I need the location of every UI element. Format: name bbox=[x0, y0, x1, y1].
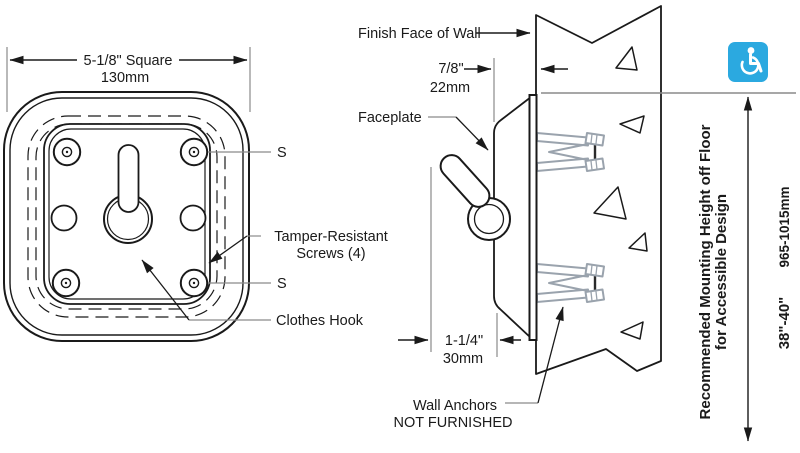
front-width-dimension: 5-1/8" Square 130mm bbox=[6, 47, 251, 112]
clothes-hook-label: Clothes Hook bbox=[276, 313, 364, 329]
tamper-screws-label-line1: Tamper-Resistant bbox=[274, 229, 388, 245]
faceplate-side bbox=[493, 94, 538, 341]
screw-label-top: S bbox=[277, 145, 287, 161]
front-width-metric: 130mm bbox=[101, 70, 149, 86]
screw-top-right-icon bbox=[179, 137, 209, 167]
tamper-screws-label-line2: Screws (4) bbox=[296, 246, 365, 262]
wall-anchors-label-line2: NOT FURNISHED bbox=[394, 415, 513, 431]
finish-face-label: Finish Face of Wall bbox=[358, 26, 481, 42]
wall-anchors-label-line1: Wall Anchors bbox=[413, 398, 497, 414]
projection-dimension: 7/8" 22mm bbox=[430, 58, 568, 122]
front-view-labels: S S Tamper-Resistant Screws (4) Clothes … bbox=[141, 145, 388, 329]
mounting-height-annotation: Recommended Mounting Height off Floor fo… bbox=[697, 42, 793, 442]
mounting-height-imperial: 38"-40" bbox=[776, 297, 793, 350]
screw-bottom-left-icon bbox=[51, 268, 81, 298]
mounting-hole-left bbox=[50, 204, 78, 232]
wall-anchors-arrow bbox=[537, 306, 564, 404]
screw-top-left-icon bbox=[52, 137, 82, 167]
front-width-imperial: 5-1/8" Square bbox=[84, 53, 173, 69]
side-view: Finish Face of Wall 7/8" 22mm Faceplate … bbox=[358, 5, 796, 431]
hook-projection-dimension: 1-1/4" 30mm bbox=[398, 167, 521, 367]
projection-metric: 22mm bbox=[430, 80, 470, 96]
faceplate-label: Faceplate bbox=[358, 110, 422, 126]
mounting-hole-right bbox=[179, 204, 207, 232]
screw-bottom-right-icon bbox=[179, 268, 209, 298]
clothes-hook-side bbox=[439, 154, 511, 241]
front-view: 5-1/8" Square 130mm S bbox=[3, 47, 388, 342]
wall-aggregate-triangles bbox=[593, 46, 648, 340]
clothes-hook-front bbox=[103, 144, 153, 244]
screw-label-bottom: S bbox=[277, 276, 287, 292]
wall-section bbox=[535, 5, 662, 375]
faceplate-arrow bbox=[455, 116, 489, 151]
hook-projection-imperial: 1-1/4" bbox=[445, 333, 483, 349]
accessibility-icon bbox=[728, 42, 768, 82]
mounting-height-metric: 965-1015mm bbox=[777, 186, 792, 267]
mounting-height-note-line1: Recommended Mounting Height off Floor bbox=[697, 124, 714, 419]
hook-projection-metric: 30mm bbox=[443, 351, 483, 367]
mounting-height-note-line2: for Accessible Design bbox=[713, 194, 730, 350]
projection-imperial: 7/8" bbox=[438, 61, 463, 77]
